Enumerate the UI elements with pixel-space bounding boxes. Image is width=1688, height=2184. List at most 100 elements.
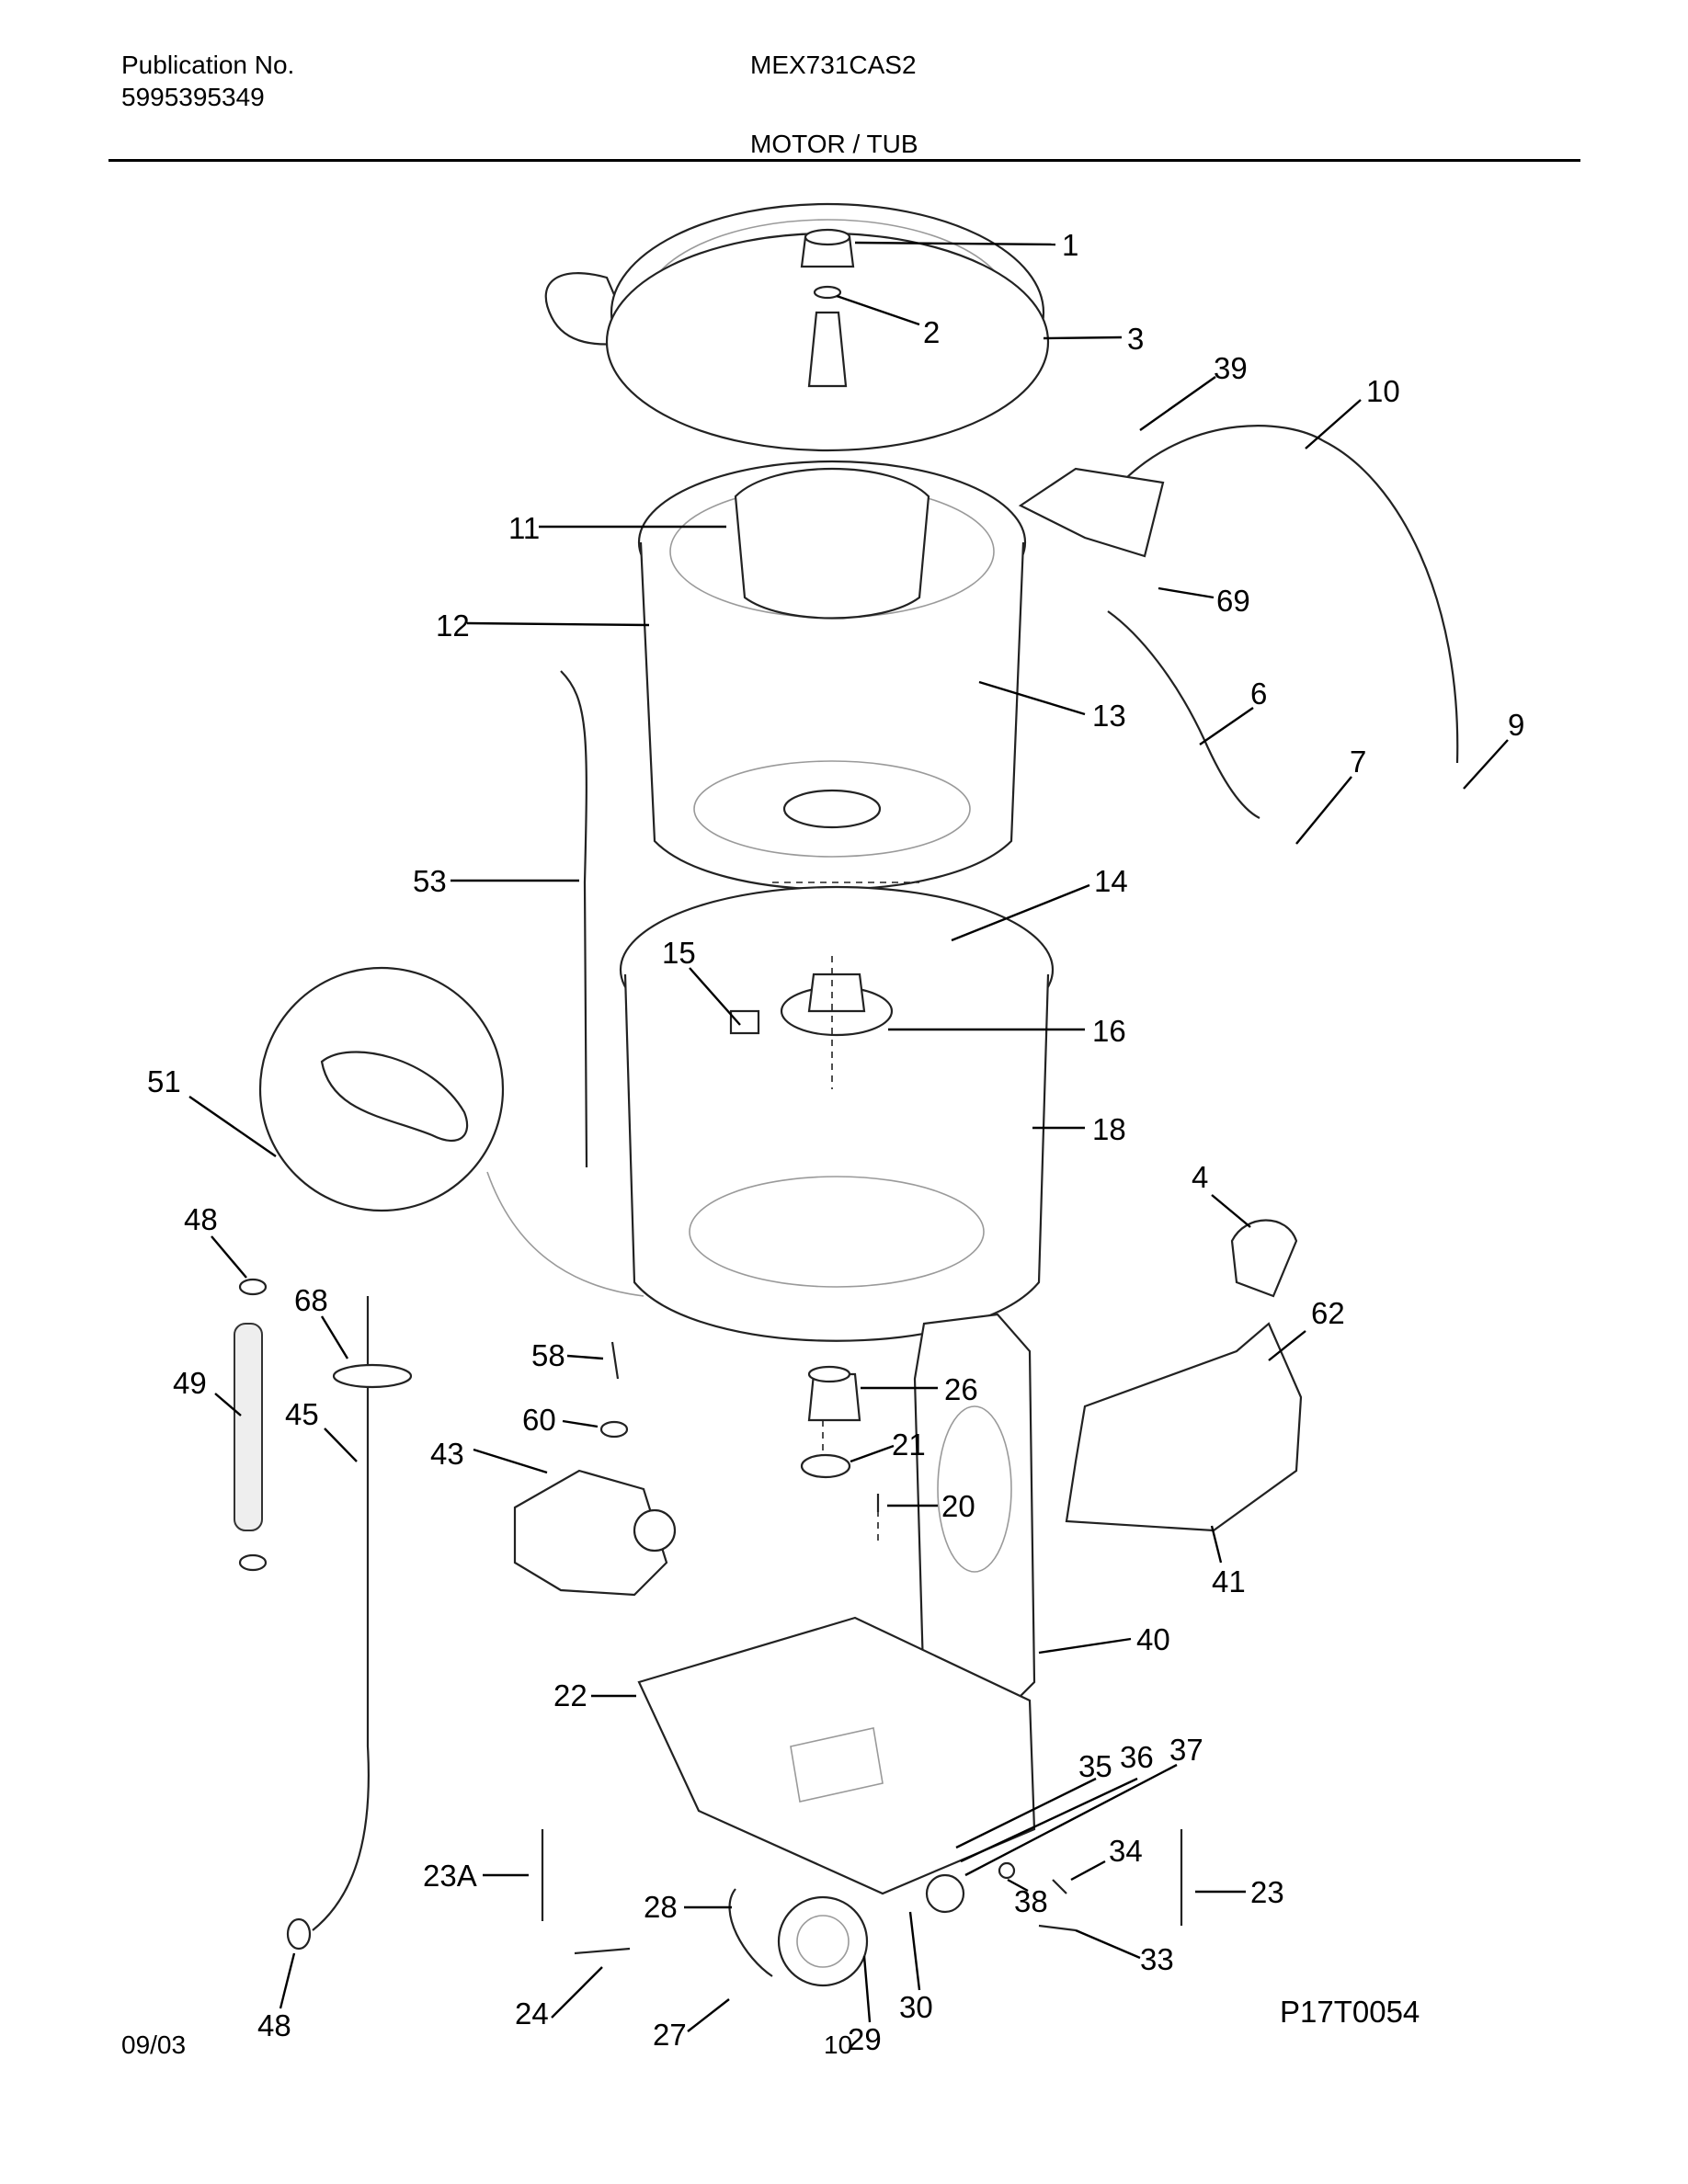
callout-48-top: 48 xyxy=(184,1202,218,1236)
callout-27: 27 xyxy=(653,2018,687,2052)
tub-ring xyxy=(544,202,1050,452)
motor xyxy=(913,1313,1036,1721)
callout-69: 69 xyxy=(1216,584,1250,618)
publication-label: Publication No. xyxy=(121,51,295,79)
leader-41 xyxy=(1210,1525,1223,1564)
callout-4: 4 xyxy=(1192,1160,1208,1194)
leader-36 xyxy=(960,1777,1138,1863)
callout-45: 45 xyxy=(285,1397,319,1431)
callout-22: 22 xyxy=(553,1678,587,1712)
callout-28: 28 xyxy=(644,1890,678,1924)
leader-60 xyxy=(562,1419,599,1428)
callout-16: 16 xyxy=(1092,1014,1126,1048)
leader-21 xyxy=(850,1444,895,1463)
callout-14: 14 xyxy=(1094,864,1128,898)
leader-43 xyxy=(473,1448,548,1474)
callout-51: 51 xyxy=(147,1064,181,1098)
model-number: MEX731CAS2 xyxy=(750,51,917,79)
leader-40 xyxy=(1038,1637,1132,1655)
leader-69 xyxy=(1158,586,1215,599)
callout-30: 30 xyxy=(899,1990,933,2024)
callout-15: 15 xyxy=(662,936,696,970)
callout-58: 58 xyxy=(531,1338,565,1372)
leader-48-bottom xyxy=(279,1952,296,2009)
footer-page-number: 10 xyxy=(824,2030,853,2059)
leader-9 xyxy=(1463,739,1509,790)
callout-10: 10 xyxy=(1366,374,1400,408)
callout-20: 20 xyxy=(941,1489,975,1523)
water-valve xyxy=(513,1341,677,1597)
callout-62: 62 xyxy=(1311,1296,1345,1330)
capacitor-cover xyxy=(1065,1219,1303,1532)
assembly-guides xyxy=(772,882,919,1544)
leader-68 xyxy=(320,1315,349,1359)
callout-37: 37 xyxy=(1169,1733,1203,1767)
callout-60: 60 xyxy=(522,1403,556,1437)
callout-21: 21 xyxy=(892,1428,926,1462)
callout-23A: 23A xyxy=(423,1859,477,1893)
callout-68: 68 xyxy=(294,1283,328,1317)
agitator-cap xyxy=(800,228,855,388)
detail-circle xyxy=(258,966,644,1297)
callout-38: 38 xyxy=(1014,1884,1048,1918)
callout-49: 49 xyxy=(173,1366,207,1400)
leader-24 xyxy=(551,1966,603,2019)
leader-2 xyxy=(836,294,920,326)
leader-51 xyxy=(188,1096,277,1157)
callout-24: 24 xyxy=(515,1996,549,2030)
callout-2: 2 xyxy=(923,315,940,349)
pump-parts xyxy=(925,1861,1077,1932)
leader-27 xyxy=(687,1998,730,2032)
drain-hose xyxy=(234,1278,413,1951)
springs xyxy=(541,1829,1183,1955)
leader-14 xyxy=(951,883,1090,942)
leader-34 xyxy=(1070,1860,1106,1882)
callout-9: 9 xyxy=(1508,708,1524,742)
callout-35: 35 xyxy=(1078,1749,1112,1783)
leader-45 xyxy=(324,1428,358,1462)
leader-39 xyxy=(1139,376,1216,431)
callout-12: 12 xyxy=(436,609,470,643)
callout-29: 29 xyxy=(848,2022,882,2056)
drawing-layer xyxy=(234,202,1459,1987)
callout-39: 39 xyxy=(1214,351,1248,385)
leader-lines xyxy=(188,241,1509,2032)
tub-bracket xyxy=(1018,467,1165,558)
callout-18: 18 xyxy=(1092,1112,1126,1146)
leader-48-top xyxy=(211,1235,247,1279)
callout-34: 34 xyxy=(1109,1834,1143,1868)
leader-62 xyxy=(1268,1330,1306,1361)
diagram-code: P17T0054 xyxy=(1280,1995,1420,2029)
drive-seal xyxy=(800,1365,880,1512)
leader-37 xyxy=(964,1763,1178,1877)
base-and-pulley xyxy=(637,1616,1036,1987)
leader-3 xyxy=(1043,336,1123,340)
callout-7: 7 xyxy=(1350,745,1366,779)
leader-10 xyxy=(1305,399,1362,449)
callout-41: 41 xyxy=(1212,1564,1246,1598)
leader-7 xyxy=(1295,776,1352,845)
callout-3: 3 xyxy=(1127,322,1144,356)
hoses xyxy=(312,425,1459,1931)
outer-tub xyxy=(619,885,1055,1342)
callout-labels: 1 2 3 39 10 11 69 12 13 6 7 9 14 53 15 1… xyxy=(147,228,1524,2056)
publication-number: 5995395349 xyxy=(121,83,265,111)
leader-12 xyxy=(466,621,650,627)
leader-4 xyxy=(1211,1194,1251,1228)
leader-6 xyxy=(1199,707,1254,745)
section-title: MOTOR / TUB xyxy=(750,130,918,158)
leader-15 xyxy=(689,967,741,1026)
callout-26: 26 xyxy=(944,1372,978,1406)
leader-49 xyxy=(214,1393,242,1416)
callout-1: 1 xyxy=(1062,228,1078,262)
leader-35 xyxy=(955,1777,1097,1849)
leader-38 xyxy=(1007,1878,1029,1893)
callout-33: 33 xyxy=(1140,1942,1174,1976)
leader-29 xyxy=(862,1955,872,2023)
header-rule xyxy=(108,159,1580,162)
callout-48-bottom: 48 xyxy=(257,2008,291,2042)
leader-13 xyxy=(978,680,1086,716)
leader-33 xyxy=(1075,1928,1141,1960)
callout-6: 6 xyxy=(1250,677,1267,711)
